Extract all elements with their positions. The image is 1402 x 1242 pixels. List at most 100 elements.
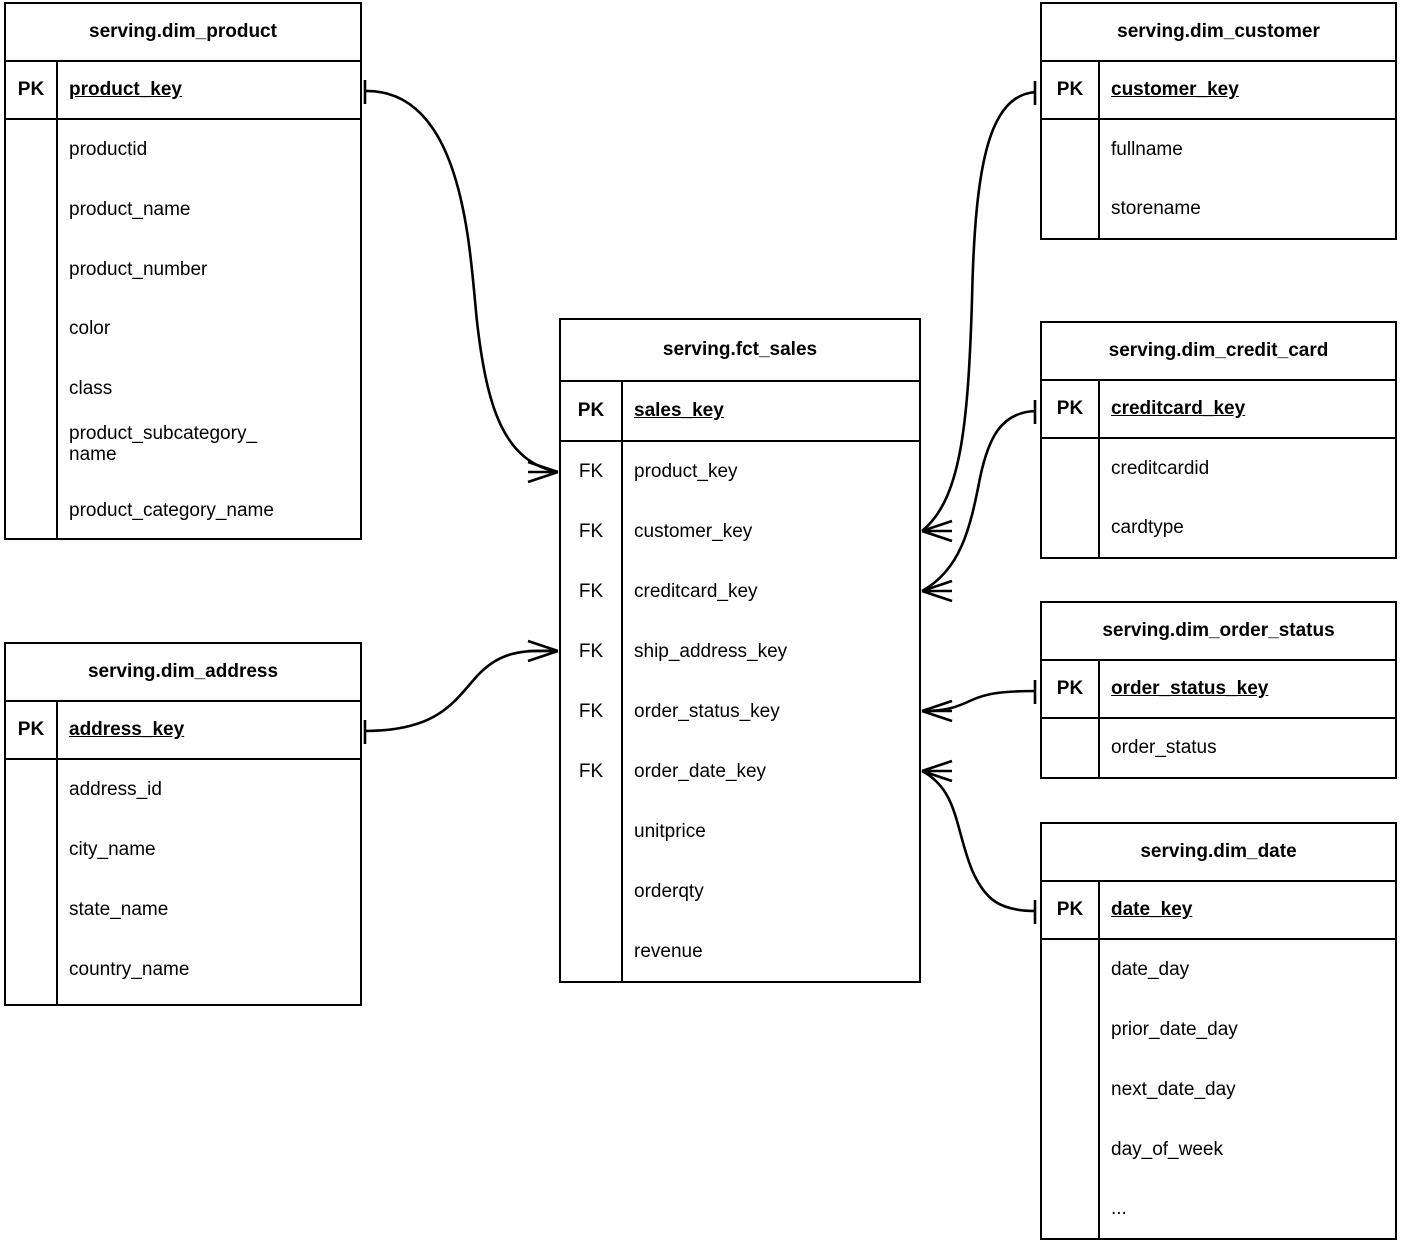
attribute-row: creditcardid xyxy=(1111,458,1210,480)
entity-pk-row[interactable]: PK order_status_key xyxy=(1042,661,1395,719)
fk-attribute-row: ship_address_key xyxy=(634,641,788,663)
attribute-row: product_category_name xyxy=(69,499,274,521)
fk-badge: FK xyxy=(578,761,604,782)
pk-attribute-name: product_key xyxy=(69,79,182,100)
entity-pk-row[interactable]: PK creditcard_key xyxy=(1042,381,1395,439)
pk-attribute-name: sales_key xyxy=(634,400,724,421)
attribute-row: next_date_day xyxy=(1111,1079,1236,1101)
pk-badge: PK xyxy=(6,702,58,758)
fk-badge: FK xyxy=(578,521,604,542)
fk-attribute-row: creditcard_key xyxy=(634,581,758,603)
entity-title: serving.dim_order_status xyxy=(1042,603,1395,661)
entity-dim-product[interactable]: serving.dim_product PK product_key produ… xyxy=(4,2,362,540)
entity-attributes: date_day prior_date_day next_date_day da… xyxy=(1042,940,1395,1238)
entity-attributes: FK FK FK FK FK FK product_key customer_k… xyxy=(561,442,919,981)
attribute-row: product_subcategory_ name xyxy=(69,422,258,465)
entity-attribute-column: product_key customer_key creditcard_key … xyxy=(623,442,919,981)
entity-key-column xyxy=(1042,719,1100,777)
pk-badge: PK xyxy=(1042,661,1100,717)
entity-pk-row[interactable]: PK sales_key xyxy=(561,382,919,442)
entity-key-column: FK FK FK FK FK FK xyxy=(561,442,623,981)
crowsfoot-creditcard xyxy=(921,579,953,603)
entity-attributes: fullname storename xyxy=(1042,120,1395,238)
pk-attribute-name: creditcard_key xyxy=(1111,398,1246,419)
entity-attribute-column: date_day prior_date_day next_date_day da… xyxy=(1100,940,1395,1238)
entity-pk-row[interactable]: PK customer_key xyxy=(1042,62,1395,120)
attribute-row: productid xyxy=(69,139,148,161)
fk-badge: FK xyxy=(578,461,604,482)
entity-attribute-column: fullname storename xyxy=(1100,120,1395,238)
pk-badge: PK xyxy=(1042,62,1100,118)
entity-key-column xyxy=(6,760,58,1004)
pk-attribute-name: customer_key xyxy=(1111,79,1239,100)
fk-attribute-row: product_key xyxy=(634,461,738,483)
crowsfoot-address xyxy=(527,639,559,663)
edge-date xyxy=(921,769,1037,913)
crowsfoot-customer xyxy=(921,519,953,543)
attribute-row: address_id xyxy=(69,779,162,801)
entity-title: serving.dim_customer xyxy=(1042,4,1395,62)
fk-attribute-row: customer_key xyxy=(634,521,753,543)
entity-dim-credit-card[interactable]: serving.dim_credit_card PK creditcard_ke… xyxy=(1040,321,1397,559)
pk-badge: PK xyxy=(561,382,623,440)
attribute-row: fullname xyxy=(1111,139,1183,161)
entity-attributes: address_id city_name state_name country_… xyxy=(6,760,360,1004)
fk-badge: FK xyxy=(578,701,604,722)
measure-row: unitprice xyxy=(634,821,706,843)
entity-dim-date[interactable]: serving.dim_date PK date_key date_day pr… xyxy=(1040,822,1397,1240)
entity-pk-row[interactable]: PK product_key xyxy=(6,62,360,120)
entity-pk-row[interactable]: PK address_key xyxy=(6,702,360,760)
attribute-row: day_of_week xyxy=(1111,1139,1223,1161)
measure-row: revenue xyxy=(634,940,703,962)
attribute-row: date_day xyxy=(1111,959,1190,981)
crowsfoot-orderstatus xyxy=(921,699,953,723)
entity-title: serving.dim_credit_card xyxy=(1042,323,1395,381)
entity-title: serving.dim_product xyxy=(6,4,360,62)
pk-attribute-name: order_status_key xyxy=(1111,678,1269,699)
crowsfoot-product xyxy=(527,460,559,484)
entity-attribute-column: address_id city_name state_name country_… xyxy=(58,760,360,1004)
attribute-row: prior_date_day xyxy=(1111,1019,1238,1041)
entity-title: serving.fct_sales xyxy=(561,320,919,382)
attribute-row-ellipsis: ... xyxy=(1111,1198,1127,1220)
fk-attribute-row: order_status_key xyxy=(634,701,780,723)
pk-badge: PK xyxy=(6,62,58,118)
fk-badge: FK xyxy=(578,641,604,662)
edge-address xyxy=(363,649,559,733)
entity-attribute-column: order_status xyxy=(1100,719,1395,777)
attribute-row: city_name xyxy=(69,839,156,861)
pk-badge: PK xyxy=(1042,882,1100,938)
measure-row: orderqty xyxy=(634,881,704,903)
entity-dim-order-status[interactable]: serving.dim_order_status PK order_status… xyxy=(1040,601,1397,779)
attribute-row: product_number xyxy=(69,258,208,280)
entity-key-column xyxy=(6,120,58,538)
entity-key-column xyxy=(1042,120,1100,238)
entity-key-column xyxy=(1042,439,1100,557)
entity-pk-row[interactable]: PK date_key xyxy=(1042,882,1395,940)
pk-attribute-name: date_key xyxy=(1111,899,1193,920)
entity-key-column xyxy=(1042,940,1100,1238)
attribute-row: order_status xyxy=(1111,737,1217,759)
entity-title: serving.dim_address xyxy=(6,644,360,702)
entity-dim-address[interactable]: serving.dim_address PK address_key addre… xyxy=(4,642,362,1006)
entity-attributes: order_status xyxy=(1042,719,1395,777)
entity-attribute-column: creditcardid cardtype xyxy=(1100,439,1395,557)
fk-attribute-row: order_date_key xyxy=(634,761,767,783)
attribute-row: state_name xyxy=(69,899,169,921)
entity-attributes: productid product_name product_number co… xyxy=(6,120,360,538)
edge-product xyxy=(363,89,559,474)
edge-customer xyxy=(921,90,1037,533)
attribute-row: class xyxy=(69,378,113,400)
attribute-row: color xyxy=(69,318,111,340)
entity-attribute-column: productid product_name product_number co… xyxy=(58,120,360,538)
entity-attributes: creditcardid cardtype xyxy=(1042,439,1395,557)
entity-fct-sales[interactable]: serving.fct_sales PK sales_key FK FK FK … xyxy=(559,318,921,983)
attribute-row: product_name xyxy=(69,198,191,220)
entity-dim-customer[interactable]: serving.dim_customer PK customer_key ful… xyxy=(1040,2,1397,240)
entity-title: serving.dim_date xyxy=(1042,824,1395,882)
pk-badge: PK xyxy=(1042,381,1100,437)
edge-creditcard xyxy=(921,409,1037,593)
attribute-row: storename xyxy=(1111,198,1201,220)
fk-badge: FK xyxy=(578,581,604,602)
